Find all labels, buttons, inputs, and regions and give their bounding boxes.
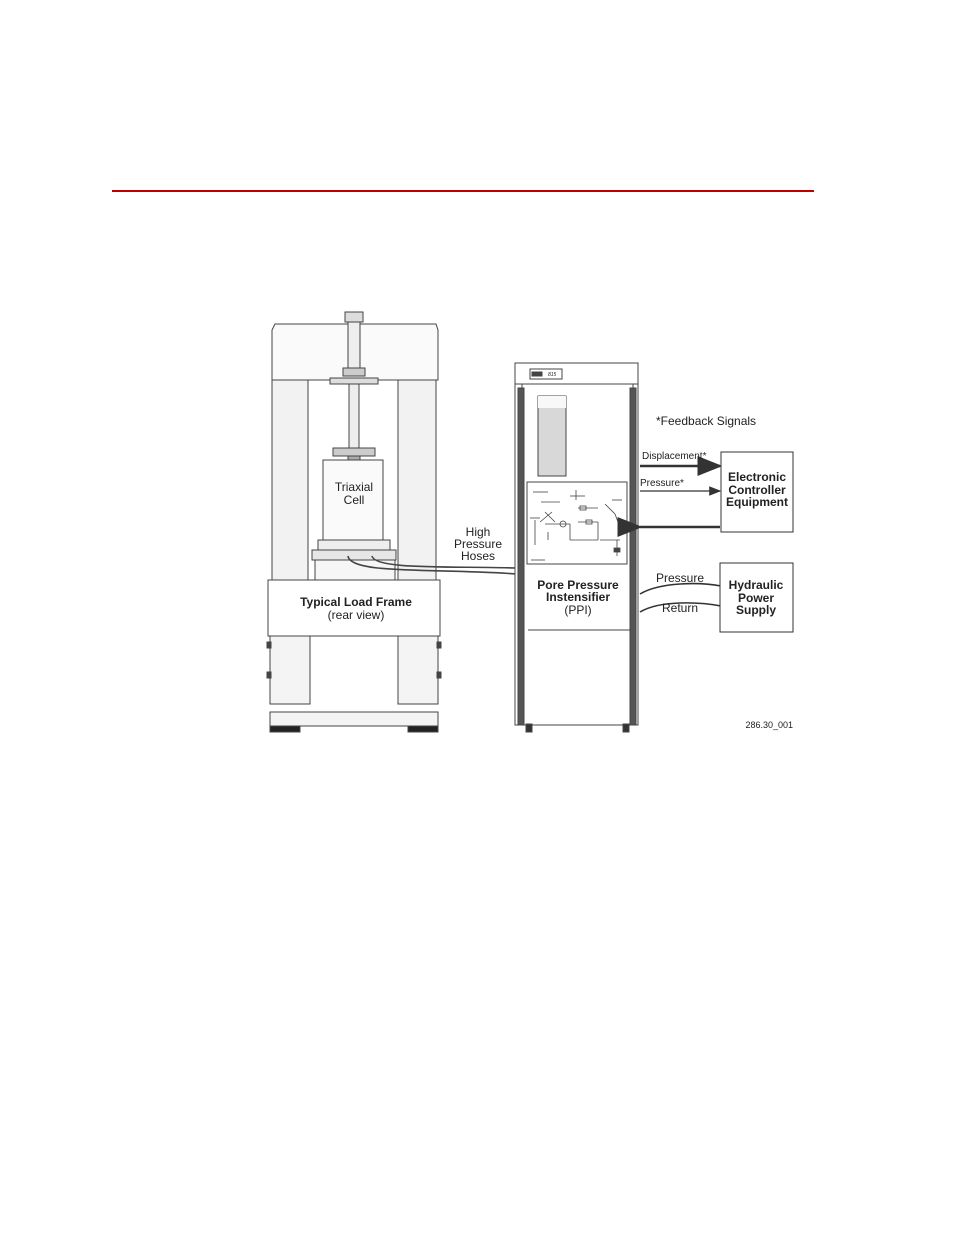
ppi-schematic (530, 490, 622, 561)
load-frame-title: Typical Load Frame (300, 595, 412, 609)
controller-label-3: Equipment (726, 495, 788, 509)
hps-label-3: Supply (736, 603, 776, 617)
load-frame-subtitle: (rear view) (328, 608, 385, 622)
hoses-label-3: Hoses (461, 549, 495, 563)
pressure-feedback-label: Pressure* (640, 478, 684, 489)
ppi-cabinet (514, 362, 639, 733)
pressure-label: Pressure (656, 571, 704, 585)
ppi-label-1: Pore Pressure (537, 578, 619, 592)
feedback-signals-label: *Feedback Signals (656, 414, 756, 428)
pressure-line (639, 582, 722, 595)
hps-label-2: Power (738, 591, 774, 605)
ppi-label-3: (PPI) (564, 603, 591, 617)
displacement-label: Displacement* (642, 451, 707, 462)
ppi-panel-text: 815 (548, 372, 557, 378)
return-label: Return (662, 601, 698, 615)
high-pressure-hoses (347, 555, 517, 575)
triaxial-cell-label-2: Cell (344, 493, 365, 507)
controller-label-1: Electronic (728, 470, 786, 484)
load-frame (266, 311, 442, 733)
ppi-label-2: Instensifier (546, 590, 610, 604)
controller-label-2: Controller (728, 483, 786, 497)
hps-label-1: Hydraulic (729, 578, 784, 592)
triaxial-cell-label-1: Triaxial (335, 480, 373, 494)
return-line (639, 602, 722, 613)
hydraulic-power-supply-box (719, 562, 794, 633)
controller-box (720, 451, 794, 533)
hoses-label-1: High (466, 525, 491, 539)
figure-id: 286.30_001 (745, 720, 793, 730)
hoses-label-2: Pressure (454, 537, 502, 551)
section-rule (112, 190, 814, 192)
